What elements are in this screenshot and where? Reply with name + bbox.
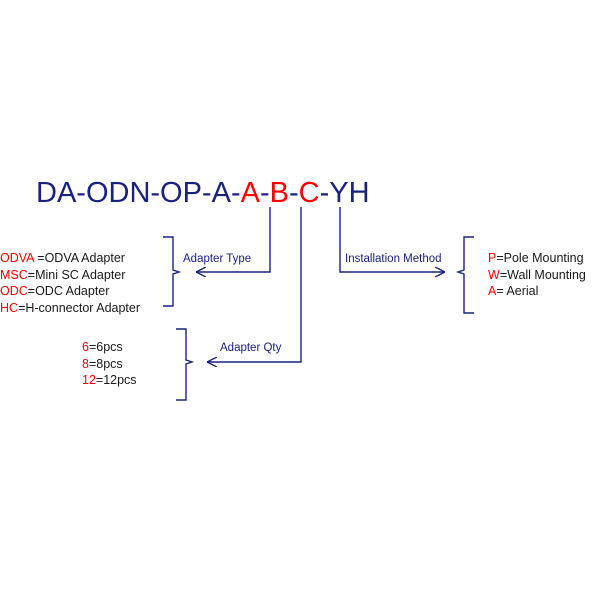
adapter-type-option: ODC=ODC Adapter — [0, 283, 140, 300]
option-description: =Mini SC Adapter — [27, 267, 126, 282]
brace-adapter-qty — [176, 328, 195, 401]
option-code: MSC — [0, 267, 28, 282]
label-installation-method: Installation Method — [345, 253, 442, 265]
code-fixed-segment: - — [319, 177, 330, 209]
option-description: = Aerial — [496, 284, 539, 298]
label-adapter-qty: Adapter Qty — [220, 342, 282, 354]
option-code: ODVA — [0, 251, 34, 265]
option-description: =Wall Mounting — [499, 267, 586, 282]
adapter-qty-option: 12=12pcs — [82, 372, 137, 389]
option-code: 8 — [82, 356, 89, 371]
code-variable-segment: B — [269, 177, 289, 209]
option-description: =12pcs — [95, 373, 137, 387]
option-code: HC — [0, 300, 19, 315]
adapter-type-option: ODVA =ODVA Adapter — [0, 250, 140, 267]
code-fixed-segment: YH — [329, 177, 370, 209]
brace-installation-method — [455, 236, 474, 314]
adapter-type-option: MSC=Mini SC Adapter — [0, 267, 140, 284]
code-variable-segment: C — [298, 177, 320, 209]
option-description: =8pcs — [88, 356, 123, 371]
connector-adapter-type — [197, 207, 271, 272]
option-code: W — [488, 267, 500, 282]
adapter-qty-option: 6=6pcs — [82, 339, 137, 356]
option-code: ODC — [0, 284, 28, 298]
installation-method-option: P=Pole Mounting — [488, 250, 586, 267]
option-code: 6 — [82, 340, 89, 354]
option-description: =H-connector Adapter — [18, 300, 141, 315]
code-variable-segment: A — [240, 177, 260, 209]
option-description: =6pcs — [88, 340, 123, 354]
option-description: =ODC Adapter — [27, 284, 110, 298]
option-code: A — [488, 284, 497, 298]
adapter-qty-option: 8=8pcs — [82, 356, 137, 373]
code-fixed-segment: DA-ODN-OP-A- — [36, 177, 241, 209]
option-code: P — [488, 251, 497, 265]
installation-method-option: A= Aerial — [488, 283, 586, 300]
installation-method-option: W=Wall Mounting — [488, 267, 586, 284]
connector-installation-method — [339, 207, 444, 272]
code-fixed-segment: - — [288, 177, 299, 209]
product-code: DA-ODN-OP-A-A-B-C-YH — [36, 176, 370, 210]
option-description: =ODVA Adapter — [33, 251, 125, 265]
adapter-type-option: HC=H-connector Adapter — [0, 300, 140, 317]
brace-adapter-type — [163, 236, 182, 307]
label-adapter-type: Adapter Type — [183, 253, 252, 265]
code-fixed-segment: - — [259, 177, 270, 209]
connector-adapter-qty — [208, 207, 302, 362]
option-code: 12 — [82, 373, 96, 387]
option-description: =Pole Mounting — [496, 251, 584, 265]
